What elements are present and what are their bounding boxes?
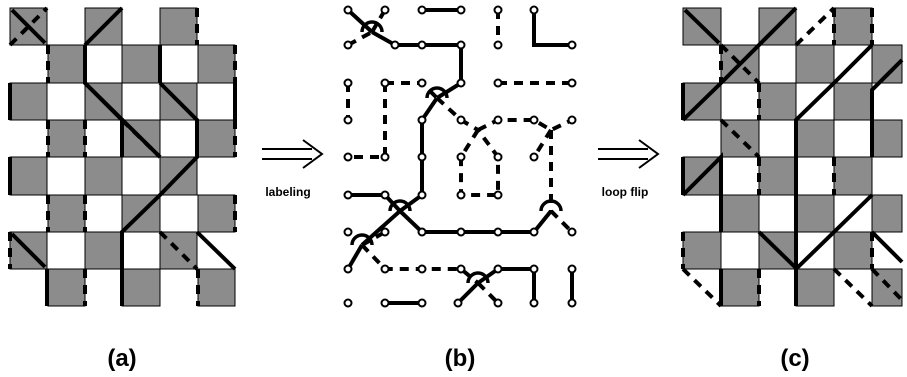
panel-c-diagram	[681, 6, 904, 308]
arrow-loop-flip: loop flip	[598, 139, 660, 199]
panel-c-tiles	[682, 7, 903, 307]
arrow-label-loop-flip: loop flip	[602, 185, 649, 199]
panel-b-crossing-arcs	[350, 20, 563, 284]
panel-c-dashed-segments	[681, 6, 904, 308]
panel-a-diagram	[8, 6, 237, 307]
arrow-label-labeling: labeling	[265, 185, 310, 199]
panel-b-diagram	[343, 5, 577, 308]
caption-a: (a)	[107, 345, 136, 372]
panel-b-dashed-edges	[346, 8, 574, 305]
panel-a-dashed-segments	[8, 6, 237, 306]
arrow-labeling: labeling	[262, 139, 324, 199]
caption-b: (b)	[445, 345, 476, 372]
caption-c: (c)	[780, 345, 809, 372]
panel-b-nodes	[343, 5, 577, 308]
